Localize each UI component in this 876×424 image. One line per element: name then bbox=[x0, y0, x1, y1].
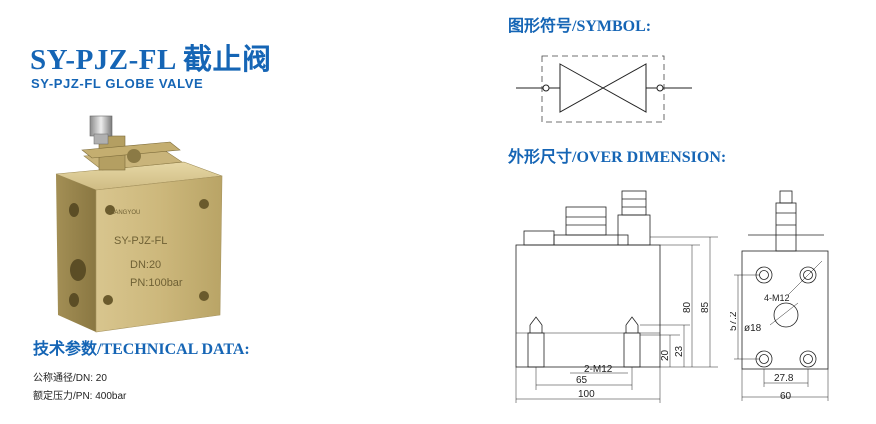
photo-brand: SHANGYOU bbox=[106, 210, 140, 216]
dim-65: 65 bbox=[576, 375, 588, 386]
dimension-heading: 外形尺寸/OVER DIMENSION: bbox=[508, 149, 727, 166]
dim-85: 85 bbox=[700, 301, 711, 313]
dim-thread-2m12: 2-M12 bbox=[584, 364, 613, 375]
dim-thread-4m12: 4-M12 bbox=[764, 293, 790, 303]
dim-23: 23 bbox=[674, 345, 685, 357]
dim-60: 60 bbox=[780, 391, 792, 402]
symbol-heading: 图形符号/SYMBOL: bbox=[508, 18, 652, 35]
photo-dn: DN:20 bbox=[130, 259, 161, 271]
technical-heading: 技术参数/TECHNICAL DATA: bbox=[33, 341, 250, 358]
dim-57-2: 57.2 bbox=[730, 311, 739, 331]
valve-photo: SHANGYOU SY-PJZ-FL DN:20 PN:100bar bbox=[55, 115, 223, 333]
photo-model: SY-PJZ-FL bbox=[114, 235, 167, 247]
photo-pn: PN:100bar bbox=[130, 277, 183, 289]
spec-label: 公称通径/DN bbox=[33, 373, 91, 384]
dim-100: 100 bbox=[578, 389, 595, 400]
dim-80: 80 bbox=[682, 301, 693, 313]
page-subtitle: SY-PJZ-FL GLOBE VALVE bbox=[31, 76, 204, 91]
front-view-drawing: 80 85 20 23 2-M12 65 100 bbox=[515, 190, 718, 403]
page-title: SY-PJZ-FL 截止阀 bbox=[30, 44, 272, 76]
spec-row-dn: 公称通径/DN: 20 bbox=[33, 373, 107, 384]
spec-value: 400bar bbox=[95, 391, 127, 402]
globe-valve-symbol bbox=[516, 55, 692, 123]
spec-value: 20 bbox=[95, 373, 107, 384]
dim-20: 20 bbox=[660, 349, 671, 361]
spec-label: 额定压力/PN bbox=[33, 391, 90, 402]
dim-27-8: 27.8 bbox=[774, 373, 794, 384]
dim-dia18: ø18 bbox=[744, 323, 762, 334]
spec-row-pn: 额定压力/PN: 400bar bbox=[33, 391, 127, 402]
side-view-drawing: 4-M12 57.2 ø18 27.8 60 bbox=[730, 190, 829, 402]
